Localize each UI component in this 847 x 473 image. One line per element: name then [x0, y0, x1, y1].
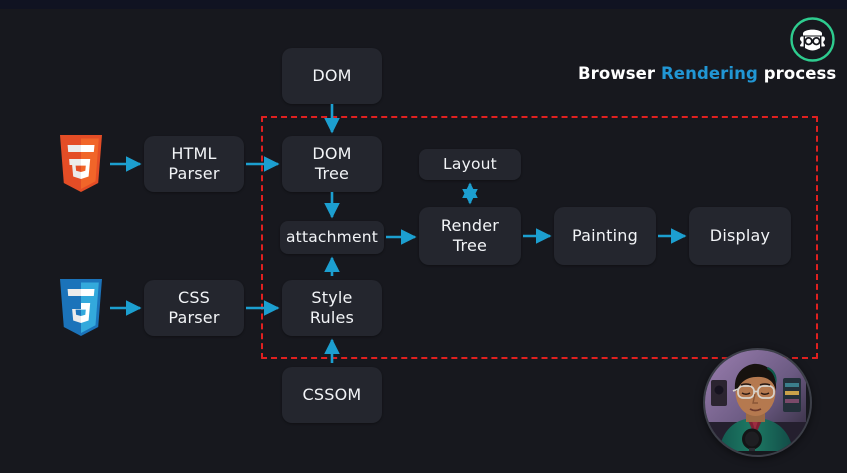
css3-logo	[56, 279, 106, 337]
node-layout[interactable]: Layout	[419, 149, 521, 180]
node-render-tree[interactable]: Render Tree	[419, 207, 521, 265]
node-html-parser-line2: Parser	[168, 164, 220, 183]
headline-suffix: process	[757, 64, 837, 83]
node-render-tree-line1: Render	[440, 215, 500, 235]
presenter-webcam[interactable]	[703, 348, 812, 457]
node-painting[interactable]: Painting	[554, 207, 656, 265]
html5-logo	[56, 135, 106, 193]
headline-prefix: Browser	[578, 64, 661, 83]
node-style-rules-line1: Style	[311, 287, 353, 307]
node-cssom-label: CSSOM	[302, 384, 362, 404]
rendering-engine-boundary	[261, 116, 818, 359]
node-css-parser[interactable]: CSS Parser	[144, 280, 244, 336]
node-render-tree-line2: Tree	[452, 236, 488, 255]
node-display[interactable]: Display	[689, 207, 791, 265]
node-css-parser-line2: Parser	[168, 308, 220, 327]
node-painting-label: Painting	[572, 225, 638, 245]
top-strip	[0, 0, 847, 9]
node-css-parser-line1: CSS	[177, 287, 211, 307]
node-display-label: Display	[709, 225, 771, 245]
node-html-parser[interactable]: HTML Parser	[144, 136, 244, 192]
node-layout-label: Layout	[443, 154, 497, 173]
node-cssom[interactable]: CSSOM	[282, 367, 382, 423]
node-dom-tree-line1: DOM	[312, 143, 352, 163]
node-dom-tree[interactable]: DOM Tree	[282, 136, 382, 192]
node-dom[interactable]: DOM	[282, 48, 382, 104]
headline-accent: Rendering	[661, 64, 758, 83]
node-style-rules[interactable]: Style Rules	[282, 280, 382, 336]
node-style-rules-line2: Rules	[309, 308, 355, 327]
node-dom-label: DOM	[312, 65, 352, 85]
node-html-parser-line1: HTML	[171, 143, 217, 163]
page-title: Browser Rendering process	[578, 64, 836, 83]
node-attachment[interactable]: attachment	[280, 221, 384, 254]
node-attachment-label: attachment	[285, 227, 379, 246]
channel-logo-badge[interactable]	[790, 17, 835, 62]
node-dom-tree-line2: Tree	[314, 164, 350, 183]
